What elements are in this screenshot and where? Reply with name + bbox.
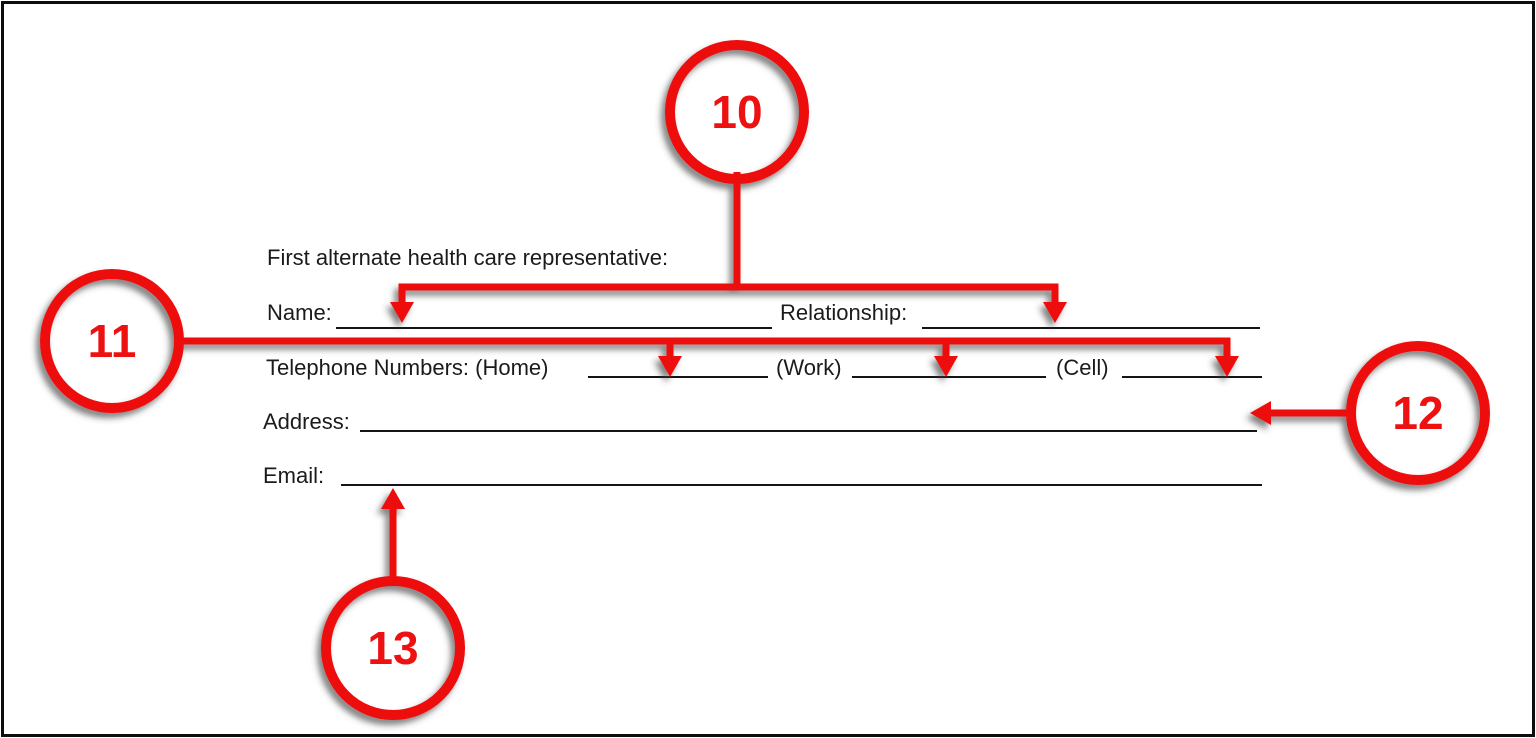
callout-13-number: 13 (367, 622, 418, 674)
phone-home-label: Telephone Numbers: (Home) (266, 355, 549, 380)
relationship-blank-line[interactable] (922, 327, 1260, 329)
callout-10-arrowhead-name (390, 302, 414, 323)
callout-11-arrowhead-cell (1215, 356, 1239, 377)
callout-12-number: 12 (1392, 387, 1443, 439)
email-blank-line[interactable] (341, 484, 1262, 486)
callout-10-branch-line (398, 283, 1059, 304)
section-heading: First alternate health care representati… (267, 245, 669, 270)
phone-home-blank-line[interactable] (588, 376, 768, 378)
phone-cell-blank-line[interactable] (1122, 376, 1262, 378)
callout-12-arrowhead-address (1250, 401, 1271, 425)
phone-work-label: (Work) (776, 355, 842, 380)
callout-10-number: 10 (711, 86, 762, 138)
name-blank-line[interactable] (336, 327, 772, 329)
phone-cell-label: (Cell) (1056, 355, 1109, 380)
callout-10-arrowhead-relationship (1043, 302, 1067, 323)
callout-11-arrowhead-work (934, 356, 958, 377)
callout-11-number: 11 (88, 315, 137, 367)
address-label: Address: (263, 409, 350, 434)
callout-11-arrowhead-home (658, 356, 682, 377)
callout-13-arrowhead-email (381, 488, 405, 509)
name-label: Name: (267, 300, 332, 325)
email-label: Email: (263, 463, 325, 488)
callout-10-circle (665, 40, 809, 184)
relationship-label: Relationship: (780, 300, 908, 325)
address-blank-line[interactable] (360, 430, 1257, 432)
callout-13-circle (321, 576, 465, 720)
phone-work-blank-line[interactable] (852, 376, 1046, 378)
callout-12-circle (1346, 341, 1490, 485)
callout-11-circle (40, 269, 184, 413)
